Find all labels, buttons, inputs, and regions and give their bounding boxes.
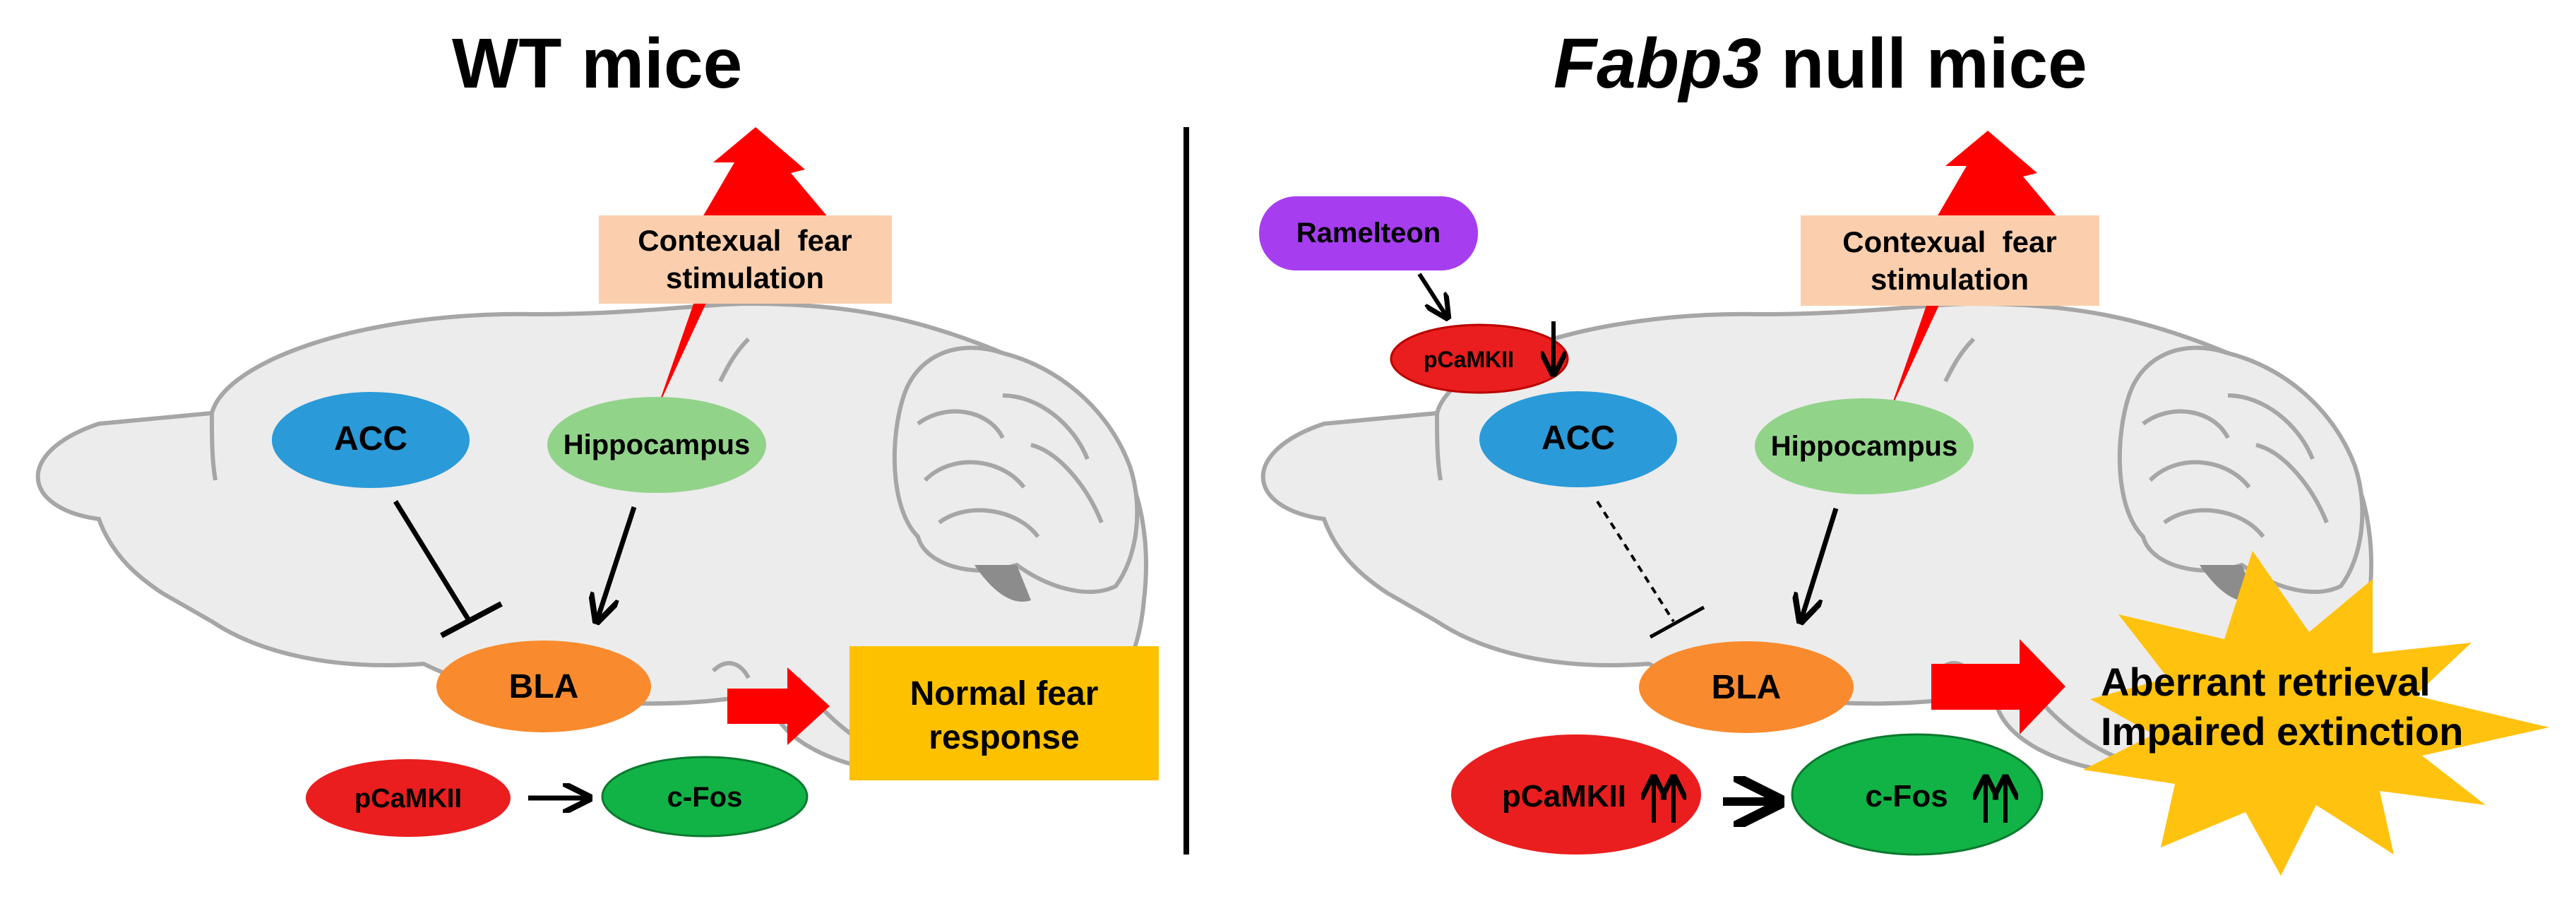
- fabp3-hippocampus-label: Hippocampus: [1771, 431, 1957, 462]
- fabp3-acc-label: ACC: [1542, 419, 1615, 457]
- wt-acc-node: [272, 392, 470, 488]
- fabp3-bla-label: BLA: [1712, 669, 1782, 706]
- fabp3-outcome-line1: Aberrant retrieval: [2101, 660, 2431, 704]
- fabp3-outcome-line2: Impaired extinction: [2101, 709, 2463, 754]
- fabp3-cfos-up-arrows-icon: [1986, 777, 2005, 823]
- wt-outcome-arrow: [727, 667, 830, 745]
- fabp3-outcome-arrow: [1931, 639, 2065, 734]
- fabp3-pcamkii-up-arrows-icon: [1654, 777, 1674, 823]
- fabp3-title-rest: null mice: [1761, 24, 2087, 103]
- fabp3-acc-inhibit-bar: [1649, 605, 1705, 639]
- wt-pcamkii-node: [306, 759, 511, 837]
- wt-hippocampus-to-bla-edge: [597, 506, 637, 621]
- fabp3-stimulus-box: [1801, 215, 2099, 306]
- wt-cfos-node: [601, 756, 809, 838]
- wt-panel: Contexual fear stimulation ACC Hippocamp…: [35, 127, 1159, 838]
- wt-hippocampus-node: [547, 397, 766, 493]
- wt-stimulus-box: [599, 215, 892, 304]
- wt-stimulus-line2: stimulation: [666, 261, 824, 294]
- wt-acc-inhibit-bar: [440, 601, 503, 638]
- ramelteon-label: Ramelteon: [1296, 218, 1441, 249]
- wt-acc-label: ACC: [334, 420, 407, 458]
- fabp3-hippocampus-to-bla-edge: [1801, 507, 1839, 621]
- wt-cfos-label: c-Fos: [667, 782, 743, 813]
- wt-hippocampus-label: Hippocampus: [564, 429, 750, 460]
- fabp3-burst-shape: [2083, 551, 2549, 876]
- ramelteon-to-pcamkii-edge: [1417, 273, 1448, 318]
- fabp3-hippocampus-node: [1755, 398, 1974, 494]
- wt-bla-node: [436, 641, 651, 732]
- wt-outcome-box: [849, 646, 1159, 780]
- fabp3-title-gene: Fabp3: [1554, 24, 1762, 103]
- wt-acc-inhibits-bla-edge: [393, 500, 472, 623]
- fabp3-pcamkii-node: [1451, 734, 1701, 855]
- fabp3-drug-target-pcamkii-node: [1390, 323, 1569, 394]
- wt-lightning-icon: [657, 127, 847, 410]
- fabp3-acc-inhibits-bla-edge: [1596, 500, 1675, 623]
- wt-pcamkii-label: pCaMKII: [354, 784, 462, 814]
- fabp3-pcamkii-label: pCaMKII: [1502, 779, 1626, 814]
- fabp3-panel: Contexual fear stimulation Ramelteon pCa…: [1259, 131, 2549, 876]
- fabp3-stimulus-line2: stimulation: [1871, 263, 2029, 296]
- wt-outcome-line1: Normal fear: [910, 675, 1099, 713]
- fabp3-bla-node: [1639, 641, 1854, 733]
- wt-title: WT mice: [452, 28, 742, 99]
- wt-title-text: WT mice: [452, 24, 743, 103]
- fabp3-acc-node: [1479, 391, 1677, 487]
- fabp3-title: Fabp3 null mice: [1554, 28, 2087, 99]
- wt-stimulus-line1: Contexual fear: [638, 224, 852, 257]
- fabp3-cfos-label: c-Fos: [1865, 779, 1948, 814]
- wt-outcome-line2: response: [929, 719, 1079, 756]
- ramelteon-node: [1259, 196, 1478, 270]
- fabp3-drug-target-pcamkii-label: pCaMKII: [1424, 347, 1514, 372]
- wt-bla-label: BLA: [509, 668, 579, 705]
- fabp3-cfos-node: [1791, 733, 2044, 856]
- fabp3-stimulus-line1: Contexual fear: [1842, 225, 2056, 258]
- fabp3-lightning-icon: [1889, 131, 2080, 413]
